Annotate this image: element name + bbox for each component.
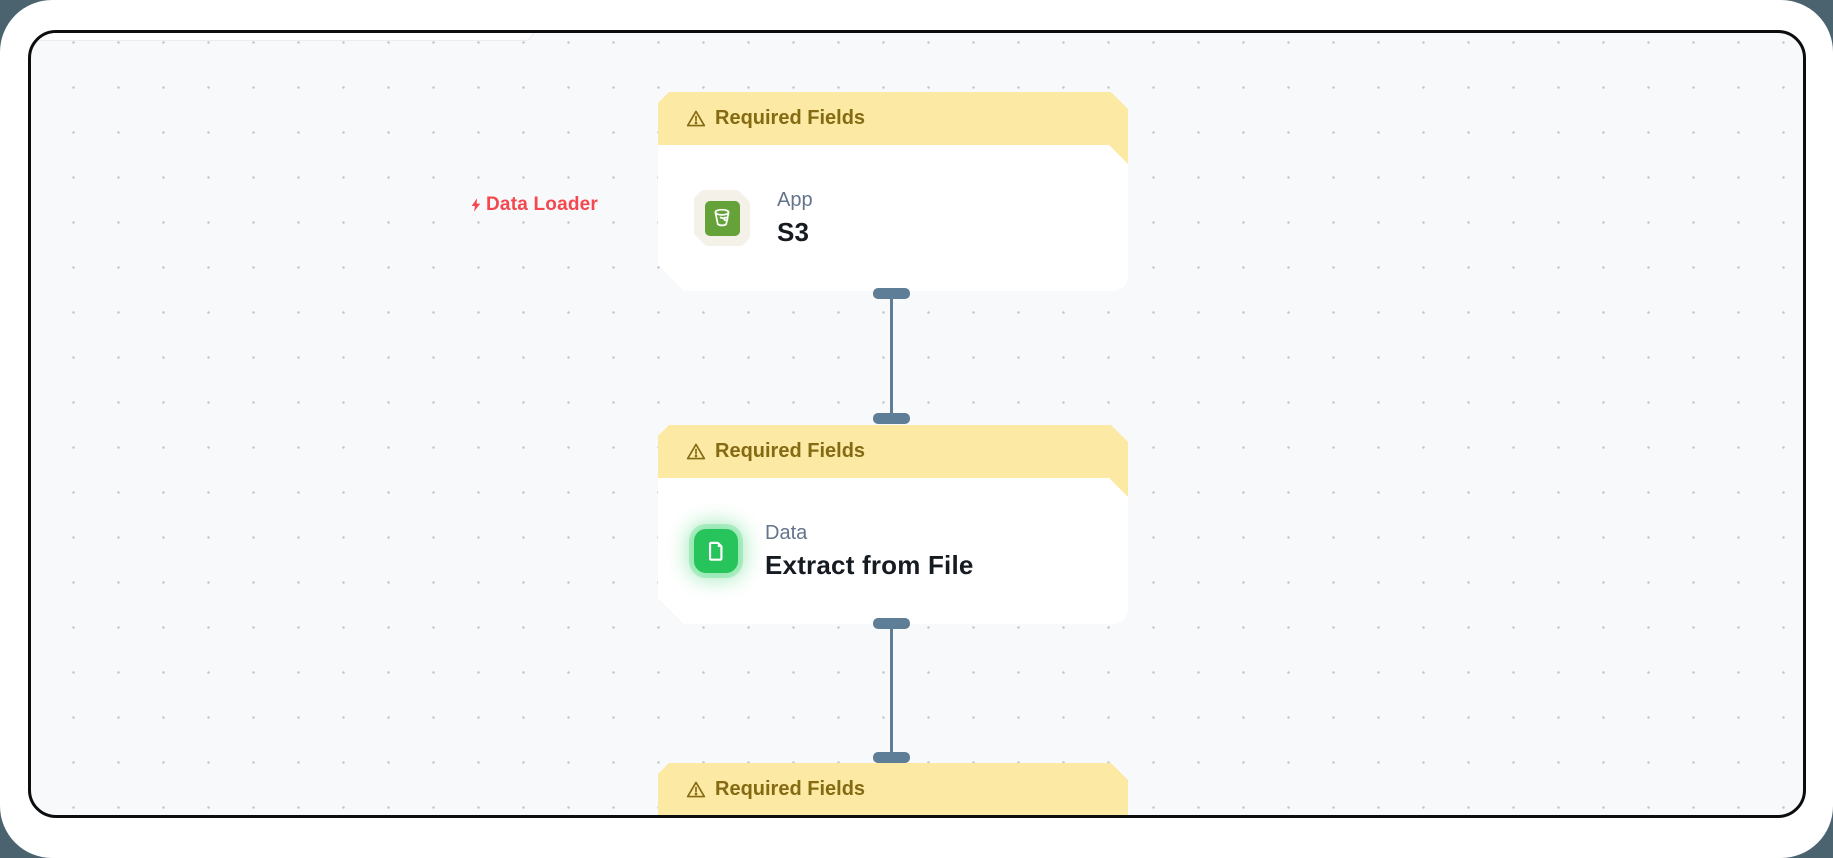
warning-triangle-icon: [686, 442, 706, 461]
warning-triangle-icon: [686, 780, 706, 799]
input-port-handle[interactable]: [873, 413, 910, 424]
s3-bucket-icon: [694, 190, 750, 246]
edge-s3-to-extract[interactable]: [890, 295, 893, 417]
top-toolbar-edge: [31, 33, 533, 41]
node-category: Data: [765, 521, 808, 544]
edge-extract-to-next[interactable]: [890, 627, 893, 755]
warning-triangle-icon: [686, 109, 706, 128]
group-label-text: Data Loader: [486, 194, 599, 215]
banner-label: Required Fields: [715, 440, 866, 462]
required-fields-banner[interactable]: Required Fields: [658, 763, 1128, 818]
group-label-data-loader[interactable]: Data Loader: [468, 194, 598, 216]
node-card[interactable]: Data Extract from File: [658, 478, 1128, 624]
output-port-handle[interactable]: [873, 618, 910, 629]
output-port-handle[interactable]: [873, 288, 910, 299]
banner-label: Required Fields: [715, 778, 866, 800]
input-port-handle[interactable]: [873, 752, 910, 763]
banner-label: Required Fields: [715, 107, 866, 129]
node-category: App: [777, 188, 813, 211]
flow-canvas[interactable]: Data Loader Required Fields: [28, 30, 1806, 818]
lightning-bolt-icon: [468, 196, 484, 214]
node-title: Extract from File: [765, 549, 974, 580]
document-icon: [694, 529, 738, 573]
node-card[interactable]: App S3: [658, 145, 1128, 291]
node-title: S3: [777, 216, 810, 247]
